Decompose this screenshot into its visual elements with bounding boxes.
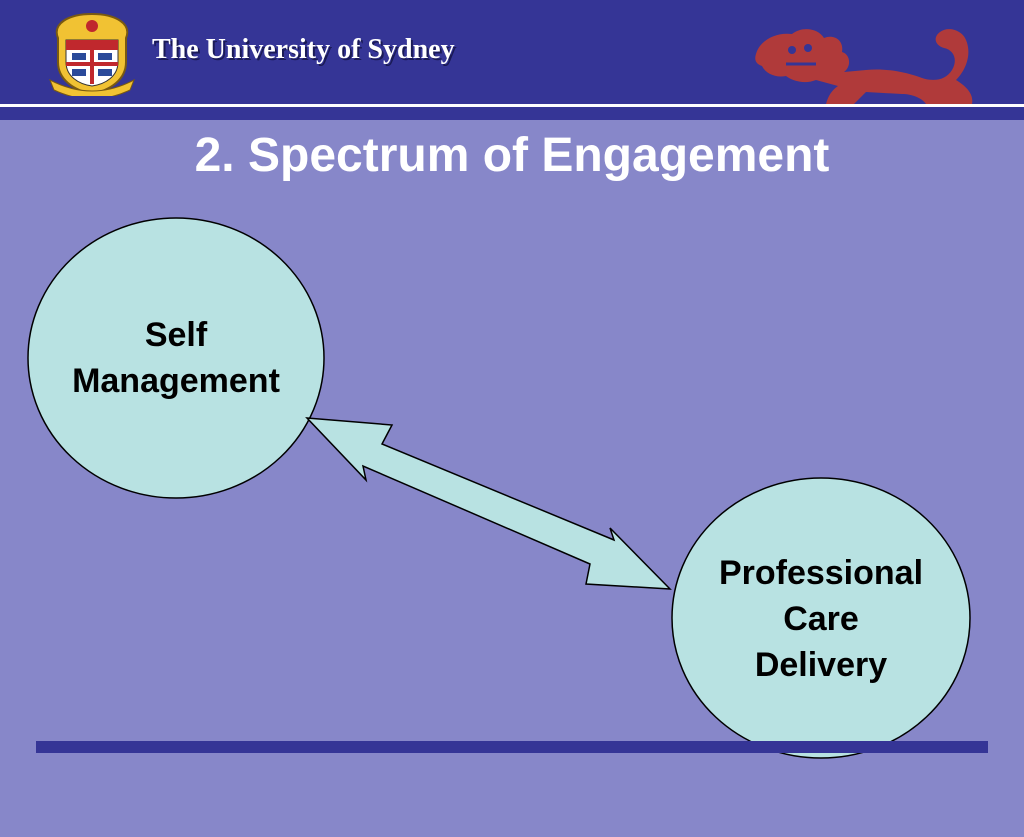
slide-title: 2. Spectrum of Engagement [194, 129, 830, 182]
header-bar: The University of Sydney [0, 0, 1024, 104]
brand-name: The University of Sydney [152, 34, 455, 65]
double-headed-arrow [305, 417, 672, 590]
node-label-line: Delivery [754, 646, 888, 684]
lion-emblem-icon [755, 29, 973, 104]
node-label-line: Self [144, 316, 208, 354]
node-self-management [27, 217, 325, 499]
node-label-line: Management [72, 362, 280, 400]
header-rule [0, 104, 1024, 120]
node-label-line: Professional [718, 554, 924, 592]
footer-rule [36, 741, 988, 753]
node-label-line: Care [783, 600, 859, 638]
node-label-professional-care-delivery: Professional Care Delivery [672, 550, 970, 688]
node-label-self-management: Self Management [28, 312, 324, 404]
node-professional-care-delivery [671, 477, 971, 759]
university-crest-icon [49, 12, 135, 96]
